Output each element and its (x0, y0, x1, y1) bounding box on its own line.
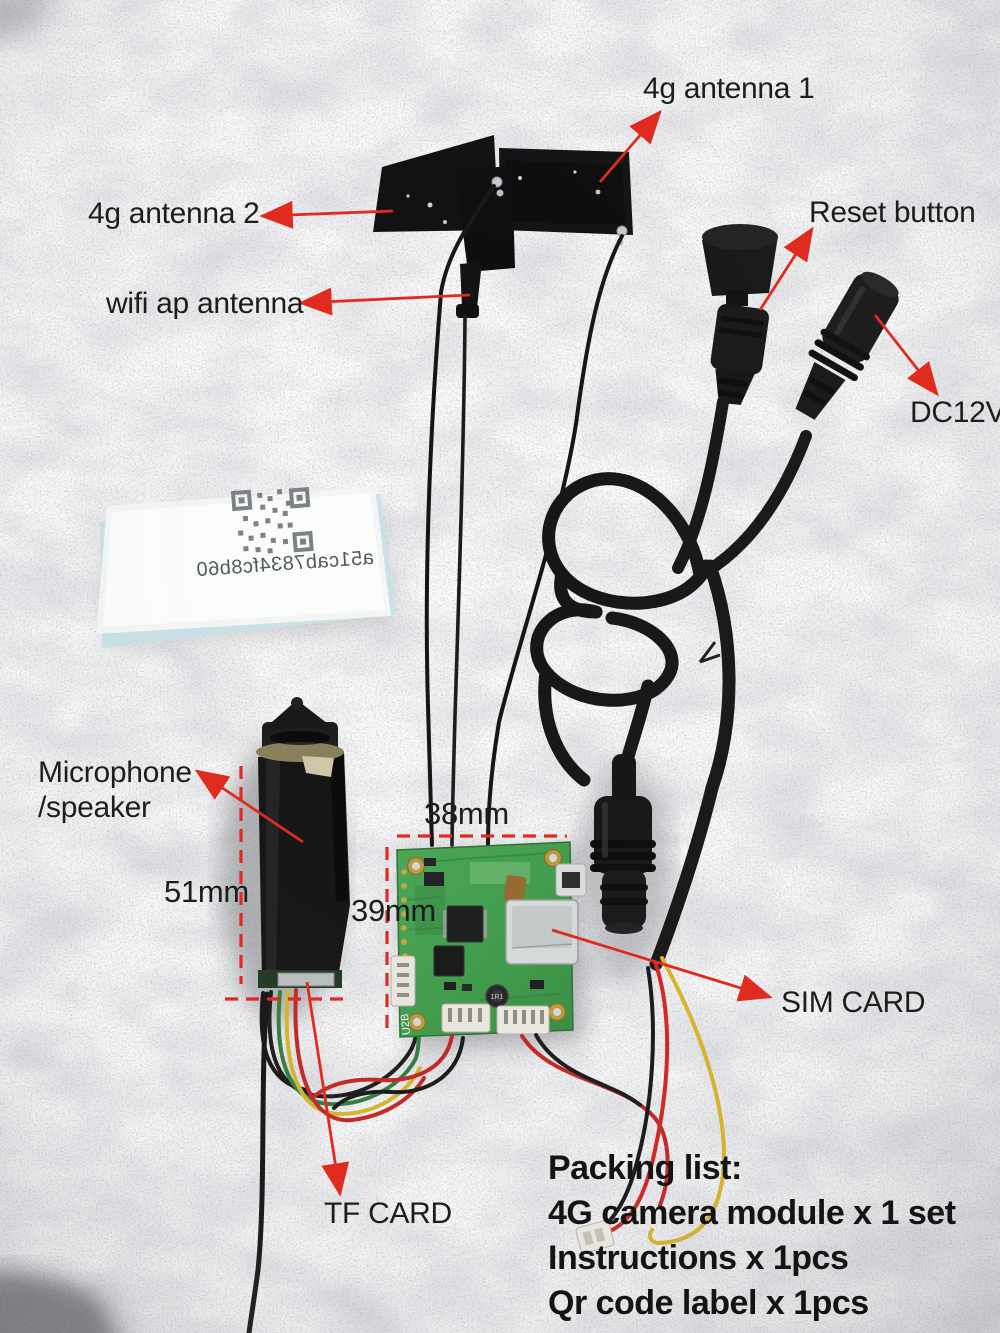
label-dimension-51mm: 51mm (164, 874, 249, 909)
label-microphone-speaker: Microphone /speaker (38, 756, 192, 824)
packing-list: Packing list: 4G camera module x 1 set I… (548, 1146, 956, 1326)
arrow-wifi-ap-antenna (298, 287, 471, 316)
label-wifi-ap-antenna: wifi ap antenna (106, 287, 304, 320)
label-4g-antenna-2: 4g antenna 2 (88, 197, 260, 230)
label-dimension-39mm: 39mm (351, 893, 436, 928)
packing-list-item: Qr code label x 1pcs (548, 1284, 869, 1322)
arrow-tf-card (305, 981, 350, 1197)
arrow-microphone (194, 769, 304, 844)
label-sim-card: SIM CARD (781, 986, 926, 1019)
packing-list-item: 4G camera module x 1 set (548, 1194, 956, 1232)
arrow-dc12v (873, 314, 939, 397)
arrow-4g-antenna-2 (259, 200, 394, 229)
arrow-reset-button (758, 226, 814, 311)
arrow-sim-card (551, 928, 773, 1002)
corner-shadow (0, 1270, 119, 1333)
label-dimension-38mm: 38mm (424, 796, 509, 831)
label-reset-button: Reset button (809, 196, 976, 229)
arrow-4g-antenna-1 (598, 109, 662, 183)
label-4g-antenna-1: 4g antenna 1 (643, 72, 815, 105)
label-tf-card: TF CARD (324, 1197, 452, 1230)
corner-shadow-top (0, 0, 54, 39)
annotation-arrows (194, 109, 939, 1197)
packing-list-title: Packing list: (548, 1149, 742, 1187)
label-dc12v: DC12V (910, 396, 1000, 429)
dimension-lines (225, 766, 567, 1035)
packing-list-item: Instructions x 1pcs (548, 1239, 849, 1277)
